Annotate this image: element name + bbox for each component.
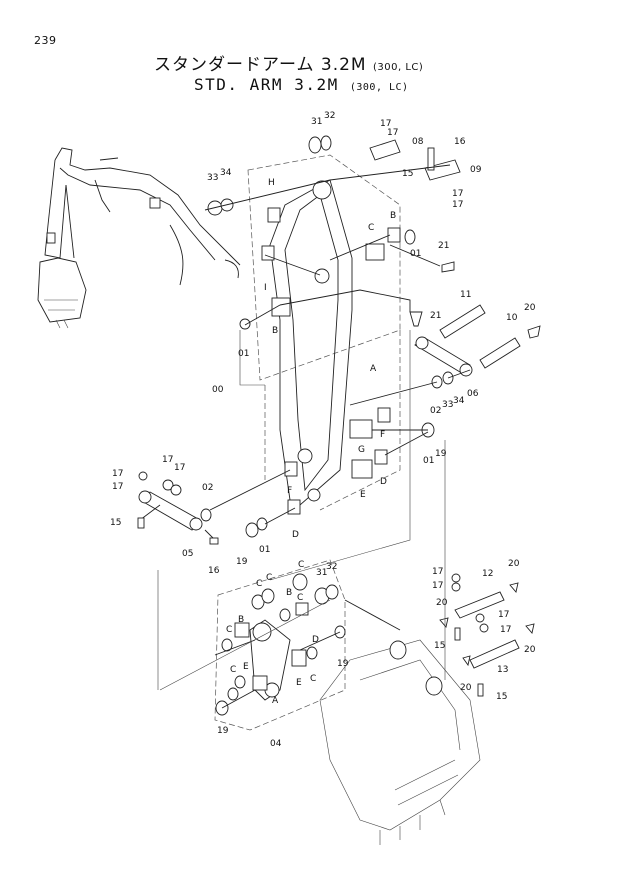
callout-15: 15 [434,641,445,651]
callout-15: 15 [402,169,413,179]
callout-17: 17 [387,128,398,138]
callout-34: 34 [453,396,465,406]
callout-D: D [380,477,387,487]
left-link-assembly [137,471,219,545]
callout-01: 01 [423,456,434,466]
callout-C: C [230,665,236,675]
callout-01: 01 [238,349,249,359]
callout-31: 31 [311,117,322,127]
callout-04: 04 [270,739,282,749]
callout-B: B [286,588,292,598]
title-english: STD. ARM 3.2M (300, LC) [194,75,409,94]
upper-pin-group [204,135,461,330]
callout-01: 01 [410,249,421,259]
callout-17: 17 [452,189,463,199]
callout-15: 15 [110,518,121,528]
callout-02: 02 [202,483,213,493]
callout-00: 00 [212,385,224,395]
title-jp-main: スタンダードアーム 3.2M [154,55,367,75]
callout-C: C [266,573,272,583]
callout-33: 33 [207,173,218,183]
callout-19: 19 [435,449,447,459]
callout-C: C [256,579,262,589]
callout-C: C [226,625,232,635]
callout-F: F [287,486,292,496]
callout-E: E [360,490,366,500]
callout-A: A [370,364,377,374]
callout-B: B [390,211,396,221]
callout-17: 17 [500,625,511,635]
bucket-link-assembly [214,559,401,731]
callout-G: G [358,445,365,455]
link-and-pins [349,304,541,406]
callout-32: 32 [326,562,337,572]
leader-lines [157,330,446,691]
callout-17: 17 [112,469,123,479]
callout-F: F [380,430,385,440]
callout-20: 20 [436,598,448,608]
callout-C: C [368,223,374,233]
callout-17: 17 [380,119,391,129]
callout-C: C [298,560,304,570]
callout-16: 16 [208,566,220,576]
callout-20: 20 [508,559,520,569]
callout-09: 09 [470,165,482,175]
callout-labels: 31 32 17 17 08 16 33 34 H 15 09 17 17 C … [110,111,536,749]
callout-D: D [292,530,299,540]
callout-E: E [243,662,249,672]
callout-32: 32 [324,111,335,121]
callout-17: 17 [432,567,443,577]
callout-B: B [238,615,244,625]
callout-11: 11 [460,290,471,300]
callout-34: 34 [220,168,232,178]
callout-20: 20 [460,683,472,693]
callout-17: 17 [432,581,443,591]
callout-19: 19 [236,557,248,567]
callout-A: A [272,696,279,706]
callout-20: 20 [524,645,536,655]
callout-13: 13 [497,665,508,675]
callout-20: 20 [524,303,536,313]
callout-02: 02 [430,406,441,416]
callout-01: 01 [259,545,270,555]
callout-D: D [312,635,319,645]
callout-31: 31 [316,568,327,578]
callout-16: 16 [454,137,466,147]
bucket-pin-group [439,573,535,697]
callout-10: 10 [506,313,518,323]
callout-06: 06 [467,389,479,399]
callout-17: 17 [498,610,509,620]
callout-08: 08 [412,137,424,147]
bucket-sketch [319,639,481,845]
callout-17: 17 [112,482,123,492]
middle-bush-group [209,407,435,538]
callout-33: 33 [442,400,453,410]
callout-17: 17 [162,455,173,465]
title-en-main: STD. ARM 3.2M [194,75,339,94]
callout-21: 21 [430,311,441,321]
callout-15: 15 [496,692,507,702]
callout-B: B [272,326,278,336]
callout-C: C [310,674,316,684]
callout-17: 17 [174,463,185,473]
page-number: 239 [34,34,57,47]
callout-H: H [268,178,275,188]
callout-19: 19 [337,659,349,669]
title-jp-sub: (300, LC) [372,62,424,73]
callout-05: 05 [182,549,193,559]
callout-12: 12 [482,569,493,579]
excavator-overview-sketch [37,147,241,329]
callout-19: 19 [217,726,229,736]
callout-17: 17 [452,200,463,210]
callout-E: E [296,678,302,688]
title-en-sub: (300, LC) [349,82,409,93]
callout-21: 21 [438,241,449,251]
callout-I: I [264,283,267,293]
title-japanese: スタンダードアーム 3.2M (300, LC) [154,50,423,75]
callout-C: C [297,593,303,603]
